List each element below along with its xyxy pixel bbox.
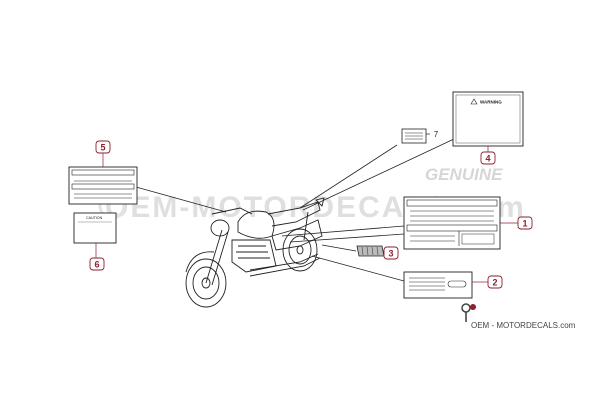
decal-label-6[interactable]: CAUTION xyxy=(73,212,117,244)
decal-label-5[interactable] xyxy=(68,166,138,205)
callout-3-number: 3 xyxy=(388,249,393,259)
watermark-genuine: GENUINE xyxy=(425,165,503,184)
callout-5-number: 5 xyxy=(100,143,105,153)
leader-line-1b xyxy=(289,233,405,243)
leader-line-3 xyxy=(321,244,357,252)
callout-7[interactable]: 7 xyxy=(426,130,439,139)
decal-label-4[interactable]: WARNING xyxy=(452,91,524,147)
callout-4-number: 4 xyxy=(485,154,490,164)
leader-line-5 xyxy=(135,186,227,213)
motorcycle-illustration xyxy=(185,197,325,308)
leader-line-2 xyxy=(311,255,405,282)
callout-4[interactable]: 4 xyxy=(480,146,496,165)
leader-lines xyxy=(135,138,455,282)
callout-badges: 1 2 3 4 5 6 7 xyxy=(89,130,533,289)
callout-6-number: 6 xyxy=(94,260,99,270)
callout-1-number: 1 xyxy=(522,219,527,229)
callout-5[interactable]: 5 xyxy=(95,140,111,167)
callout-2[interactable]: 2 xyxy=(472,275,503,289)
tire-icon xyxy=(447,280,467,288)
callout-1[interactable]: 1 xyxy=(500,216,533,230)
warning-title: WARNING xyxy=(480,100,502,105)
leader-line-1a xyxy=(281,225,405,237)
decal-label-7[interactable] xyxy=(401,128,427,144)
decal-label-3[interactable] xyxy=(356,245,385,257)
callout-6[interactable]: 6 xyxy=(89,243,105,271)
warning-triangle-icon xyxy=(470,98,478,105)
brand-logo[interactable]: OEM - MOTORDECALS.com xyxy=(461,303,576,330)
decal-label-1[interactable] xyxy=(403,196,501,250)
leader-line-4 xyxy=(302,138,455,211)
callout-2-number: 2 xyxy=(492,278,497,288)
leader-line-7 xyxy=(299,144,398,209)
decal-label-2[interactable] xyxy=(403,271,473,299)
callout-3[interactable]: 3 xyxy=(383,246,399,260)
rider-icon xyxy=(461,303,476,322)
caution-title: CAUTION xyxy=(86,216,103,220)
logo-text: OEM - MOTORDECALS.com xyxy=(471,321,576,330)
callout-7-number: 7 xyxy=(434,130,439,139)
